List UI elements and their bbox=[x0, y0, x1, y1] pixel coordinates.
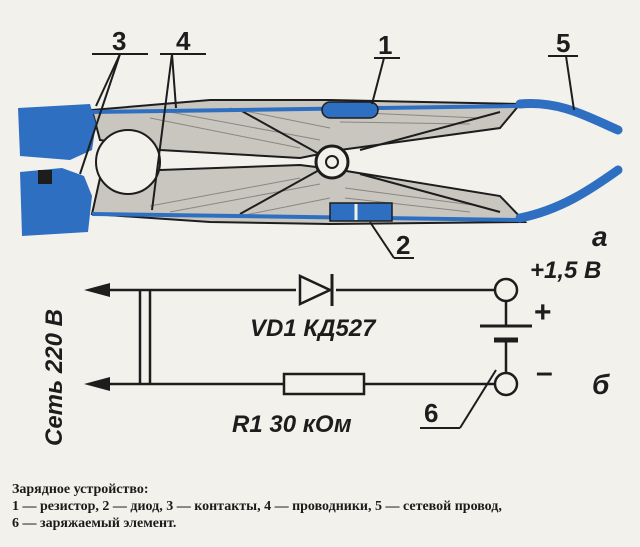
mains-label: Сеть 220 В bbox=[41, 309, 68, 446]
panel-a-label: а bbox=[592, 221, 608, 252]
callout-3: 3 bbox=[112, 26, 126, 56]
callout-4: 4 bbox=[176, 26, 191, 56]
caption-line-2: 6 — заряжаемый элемент. bbox=[12, 516, 177, 531]
clothespin-drawing bbox=[18, 98, 623, 236]
diode-symbol bbox=[298, 274, 334, 306]
voltage-label: +1,5 В bbox=[530, 257, 601, 284]
lower-contact bbox=[20, 168, 92, 236]
callout-6: 6 bbox=[424, 398, 438, 428]
terminal-top bbox=[493, 277, 519, 303]
lower-jaw bbox=[90, 163, 528, 226]
plus-sign: + bbox=[534, 296, 552, 329]
wood-grain bbox=[149, 107, 481, 217]
lower-conductor bbox=[91, 212, 521, 222]
mains-wire-lower bbox=[515, 165, 623, 223]
callout-1: 1 bbox=[378, 30, 392, 60]
diode-on-jaw bbox=[329, 202, 393, 222]
callout-2: 2 bbox=[396, 230, 410, 260]
caption-title: Зарядное устройство: bbox=[12, 482, 149, 497]
resistor-symbol bbox=[282, 372, 366, 396]
callout-leaders bbox=[79, 53, 578, 259]
diode-label: VD1 КД527 bbox=[250, 315, 377, 342]
cell-symbol bbox=[420, 301, 532, 429]
mains-wire-upper bbox=[515, 98, 623, 135]
terminal-bottom bbox=[493, 371, 519, 397]
cell-opening bbox=[95, 129, 161, 195]
panel-b-label: б bbox=[592, 369, 610, 400]
caption-line-1: 1 — резистор, 2 — диод, 3 — контакты, 4 … bbox=[12, 499, 502, 514]
minus-sign: – bbox=[536, 356, 553, 389]
callout-5: 5 bbox=[556, 28, 570, 58]
resistor-label: R1 30 кОм bbox=[232, 411, 352, 438]
schematic bbox=[84, 283, 494, 391]
figure-caption: Зарядное устройство: 1 — резистор, 2 — д… bbox=[12, 481, 632, 532]
upper-conductor bbox=[91, 104, 521, 114]
resistor-on-jaw bbox=[321, 101, 379, 119]
upper-contact bbox=[18, 104, 96, 160]
